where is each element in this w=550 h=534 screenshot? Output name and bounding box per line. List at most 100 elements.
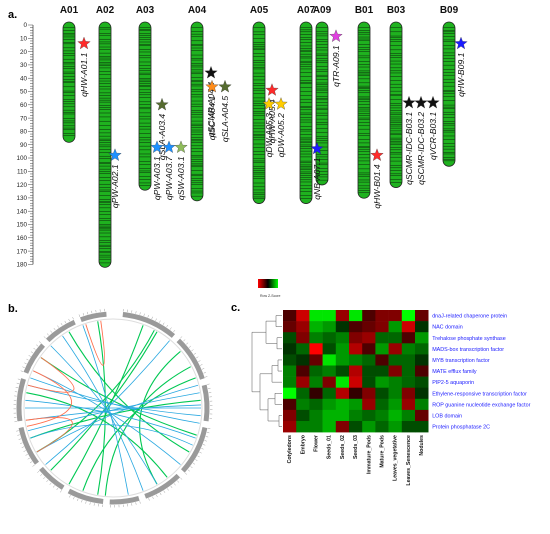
arc-tick bbox=[191, 349, 194, 352]
heatmap-cell bbox=[375, 310, 389, 322]
heatmap-cell bbox=[335, 365, 350, 377]
heatmap-cell bbox=[388, 310, 403, 322]
heatmap-cell bbox=[309, 398, 323, 411]
arc-tick bbox=[192, 462, 196, 465]
arc-tick bbox=[204, 376, 208, 378]
arc-tick bbox=[46, 479, 49, 483]
qtl-star-icon bbox=[218, 79, 232, 93]
heatmap-cell bbox=[283, 387, 297, 400]
arc-tick bbox=[24, 362, 27, 365]
column-label: Leaves_vegetative bbox=[393, 435, 399, 481]
qtl-label: qHW-A05.4 bbox=[267, 99, 277, 143]
heatmap-cell bbox=[388, 409, 403, 422]
arc-tick bbox=[180, 336, 183, 339]
qtl-marker: qSLA-A03.4 bbox=[155, 97, 169, 160]
heatmap-cell bbox=[335, 421, 350, 433]
chromosome: A03 bbox=[136, 5, 155, 191]
arc-tick bbox=[18, 438, 22, 440]
chromosome-name: B01 bbox=[355, 5, 374, 16]
heatmap-cell bbox=[349, 310, 363, 322]
arc-tick bbox=[204, 440, 207, 442]
column-label: Cotyledons bbox=[287, 435, 293, 463]
heatmap-cell bbox=[283, 365, 297, 377]
heatmap-cell bbox=[322, 343, 337, 355]
heatmap-cell bbox=[401, 343, 416, 355]
arc-tick bbox=[180, 477, 183, 480]
arc-tick bbox=[151, 316, 153, 320]
heatmap-cell bbox=[375, 354, 389, 366]
qtl-star-icon bbox=[402, 95, 416, 109]
chromosome-name: B03 bbox=[387, 5, 406, 16]
chromosome-arc bbox=[176, 338, 205, 380]
heatmap-cell bbox=[401, 310, 416, 322]
heatmap-cell bbox=[283, 354, 297, 366]
heatmap-cell bbox=[296, 409, 310, 422]
chromosome: B09 bbox=[440, 5, 459, 167]
heatmap-cell bbox=[335, 398, 350, 411]
chromosome-name: A05 bbox=[250, 5, 269, 16]
arc-tick bbox=[43, 336, 46, 339]
heatmap-cell bbox=[362, 310, 376, 322]
qtl-star-icon bbox=[310, 141, 324, 155]
axis-tick-label: 60 bbox=[20, 102, 28, 109]
heatmap-cell bbox=[375, 376, 389, 388]
heatmap-cell bbox=[335, 354, 350, 366]
qtl-star-icon bbox=[454, 36, 468, 50]
axis-tick-label: 140 bbox=[16, 208, 27, 215]
qtl-marker: qPW-A03.7 bbox=[162, 140, 176, 200]
heatmap-cell bbox=[415, 376, 429, 388]
arc-tick bbox=[50, 330, 53, 333]
qtl-marker: qTR-A09.1 bbox=[329, 29, 343, 87]
heatmap-cell bbox=[322, 354, 337, 366]
synteny-link bbox=[36, 384, 199, 453]
qtl-marker: qPW-A03.1 bbox=[150, 140, 164, 200]
qtl-marker: qHW-A05.4 bbox=[265, 83, 279, 143]
arc-tick bbox=[201, 448, 204, 450]
heatmap-cell bbox=[296, 354, 310, 366]
arc-tick bbox=[159, 492, 162, 496]
color-key: Row Z-Score bbox=[258, 279, 280, 298]
synteny-link bbox=[139, 351, 181, 485]
heatmap-cell bbox=[309, 310, 323, 322]
qtl-label: qHW-A01.1 bbox=[79, 52, 89, 96]
row-label: PIP2-5 aquaporin bbox=[432, 380, 474, 386]
synteny-link bbox=[85, 320, 105, 366]
axis-tick-label: 150 bbox=[16, 222, 27, 229]
arc-tick bbox=[202, 444, 206, 446]
axis-tick-label: 100 bbox=[16, 155, 27, 162]
row-label: MADS-box transcription factor bbox=[432, 347, 504, 353]
heatmap-cell bbox=[283, 321, 297, 333]
heatmap-cell bbox=[401, 409, 416, 422]
panel-c-label: c. bbox=[231, 302, 240, 314]
heatmap-cell bbox=[375, 332, 389, 344]
heatmap-cell bbox=[283, 310, 297, 322]
heatmap-cell bbox=[388, 421, 403, 433]
arc-tick bbox=[56, 487, 59, 491]
qtl-marker: qSCMR-A04.4 bbox=[204, 65, 218, 137]
qtl-star-icon bbox=[162, 140, 176, 153]
qtl-label: qVCR-B03.1 bbox=[428, 112, 438, 160]
heatmap-cell bbox=[283, 421, 297, 433]
arc-tick bbox=[148, 498, 150, 501]
chromosome: B03 bbox=[387, 5, 406, 189]
arc-tick bbox=[22, 366, 25, 368]
heatmap-cell bbox=[375, 387, 389, 400]
qtl-marker: qPW-A02.1 bbox=[108, 148, 122, 208]
arc-tick bbox=[152, 496, 154, 499]
arc-tick bbox=[183, 339, 186, 342]
heatmap-cell bbox=[296, 376, 310, 388]
row-label: MYB transcription factor bbox=[432, 358, 490, 364]
synteny-link bbox=[82, 377, 196, 491]
arc-tick bbox=[25, 454, 28, 456]
synteny-links bbox=[25, 320, 201, 496]
heatmap-cell bbox=[375, 343, 389, 355]
qtl-marker: qNB-A07.1 bbox=[310, 141, 324, 200]
column-label: Leaves_Senescence bbox=[406, 435, 412, 486]
arc-tick bbox=[169, 327, 172, 330]
chromosome-arc bbox=[67, 488, 104, 504]
heatmap-cell bbox=[388, 354, 403, 366]
synteny-link bbox=[68, 331, 190, 453]
chromosome: A02 bbox=[96, 5, 115, 268]
heatmap-cell bbox=[283, 332, 297, 344]
arc-tick bbox=[15, 387, 19, 389]
